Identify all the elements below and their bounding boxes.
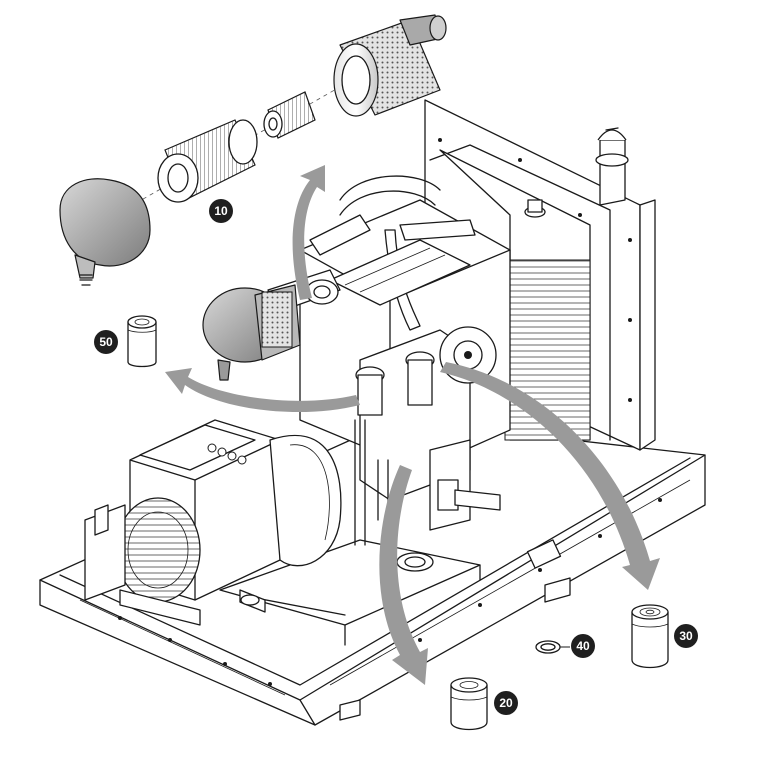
fuel-prefilter-part <box>127 315 157 368</box>
oil-filter-part <box>631 604 669 669</box>
alternator <box>84 419 342 626</box>
callout-30: 30 <box>674 624 698 648</box>
svg-text:50: 50 <box>99 335 113 349</box>
callout-50: 50 <box>94 330 118 354</box>
svg-text:30: 30 <box>679 629 693 643</box>
callout-10: 10 <box>209 199 233 223</box>
base-frame <box>39 419 706 726</box>
arrow-fuel-filter <box>379 465 428 685</box>
removal-arrows <box>165 165 660 685</box>
air-filter-exploded <box>59 14 447 286</box>
fuel-filter-part <box>450 677 488 731</box>
gasket-ring-part <box>535 640 561 654</box>
svg-text:40: 40 <box>576 639 590 653</box>
callout-40: 40 <box>560 634 595 658</box>
svg-text:20: 20 <box>499 696 513 710</box>
callout-20: 20 <box>494 691 518 715</box>
svg-text:10: 10 <box>214 204 228 218</box>
arrow-air-filter <box>292 165 325 300</box>
arrow-oil-filter <box>440 362 660 590</box>
arrow-prefilter <box>165 368 360 413</box>
